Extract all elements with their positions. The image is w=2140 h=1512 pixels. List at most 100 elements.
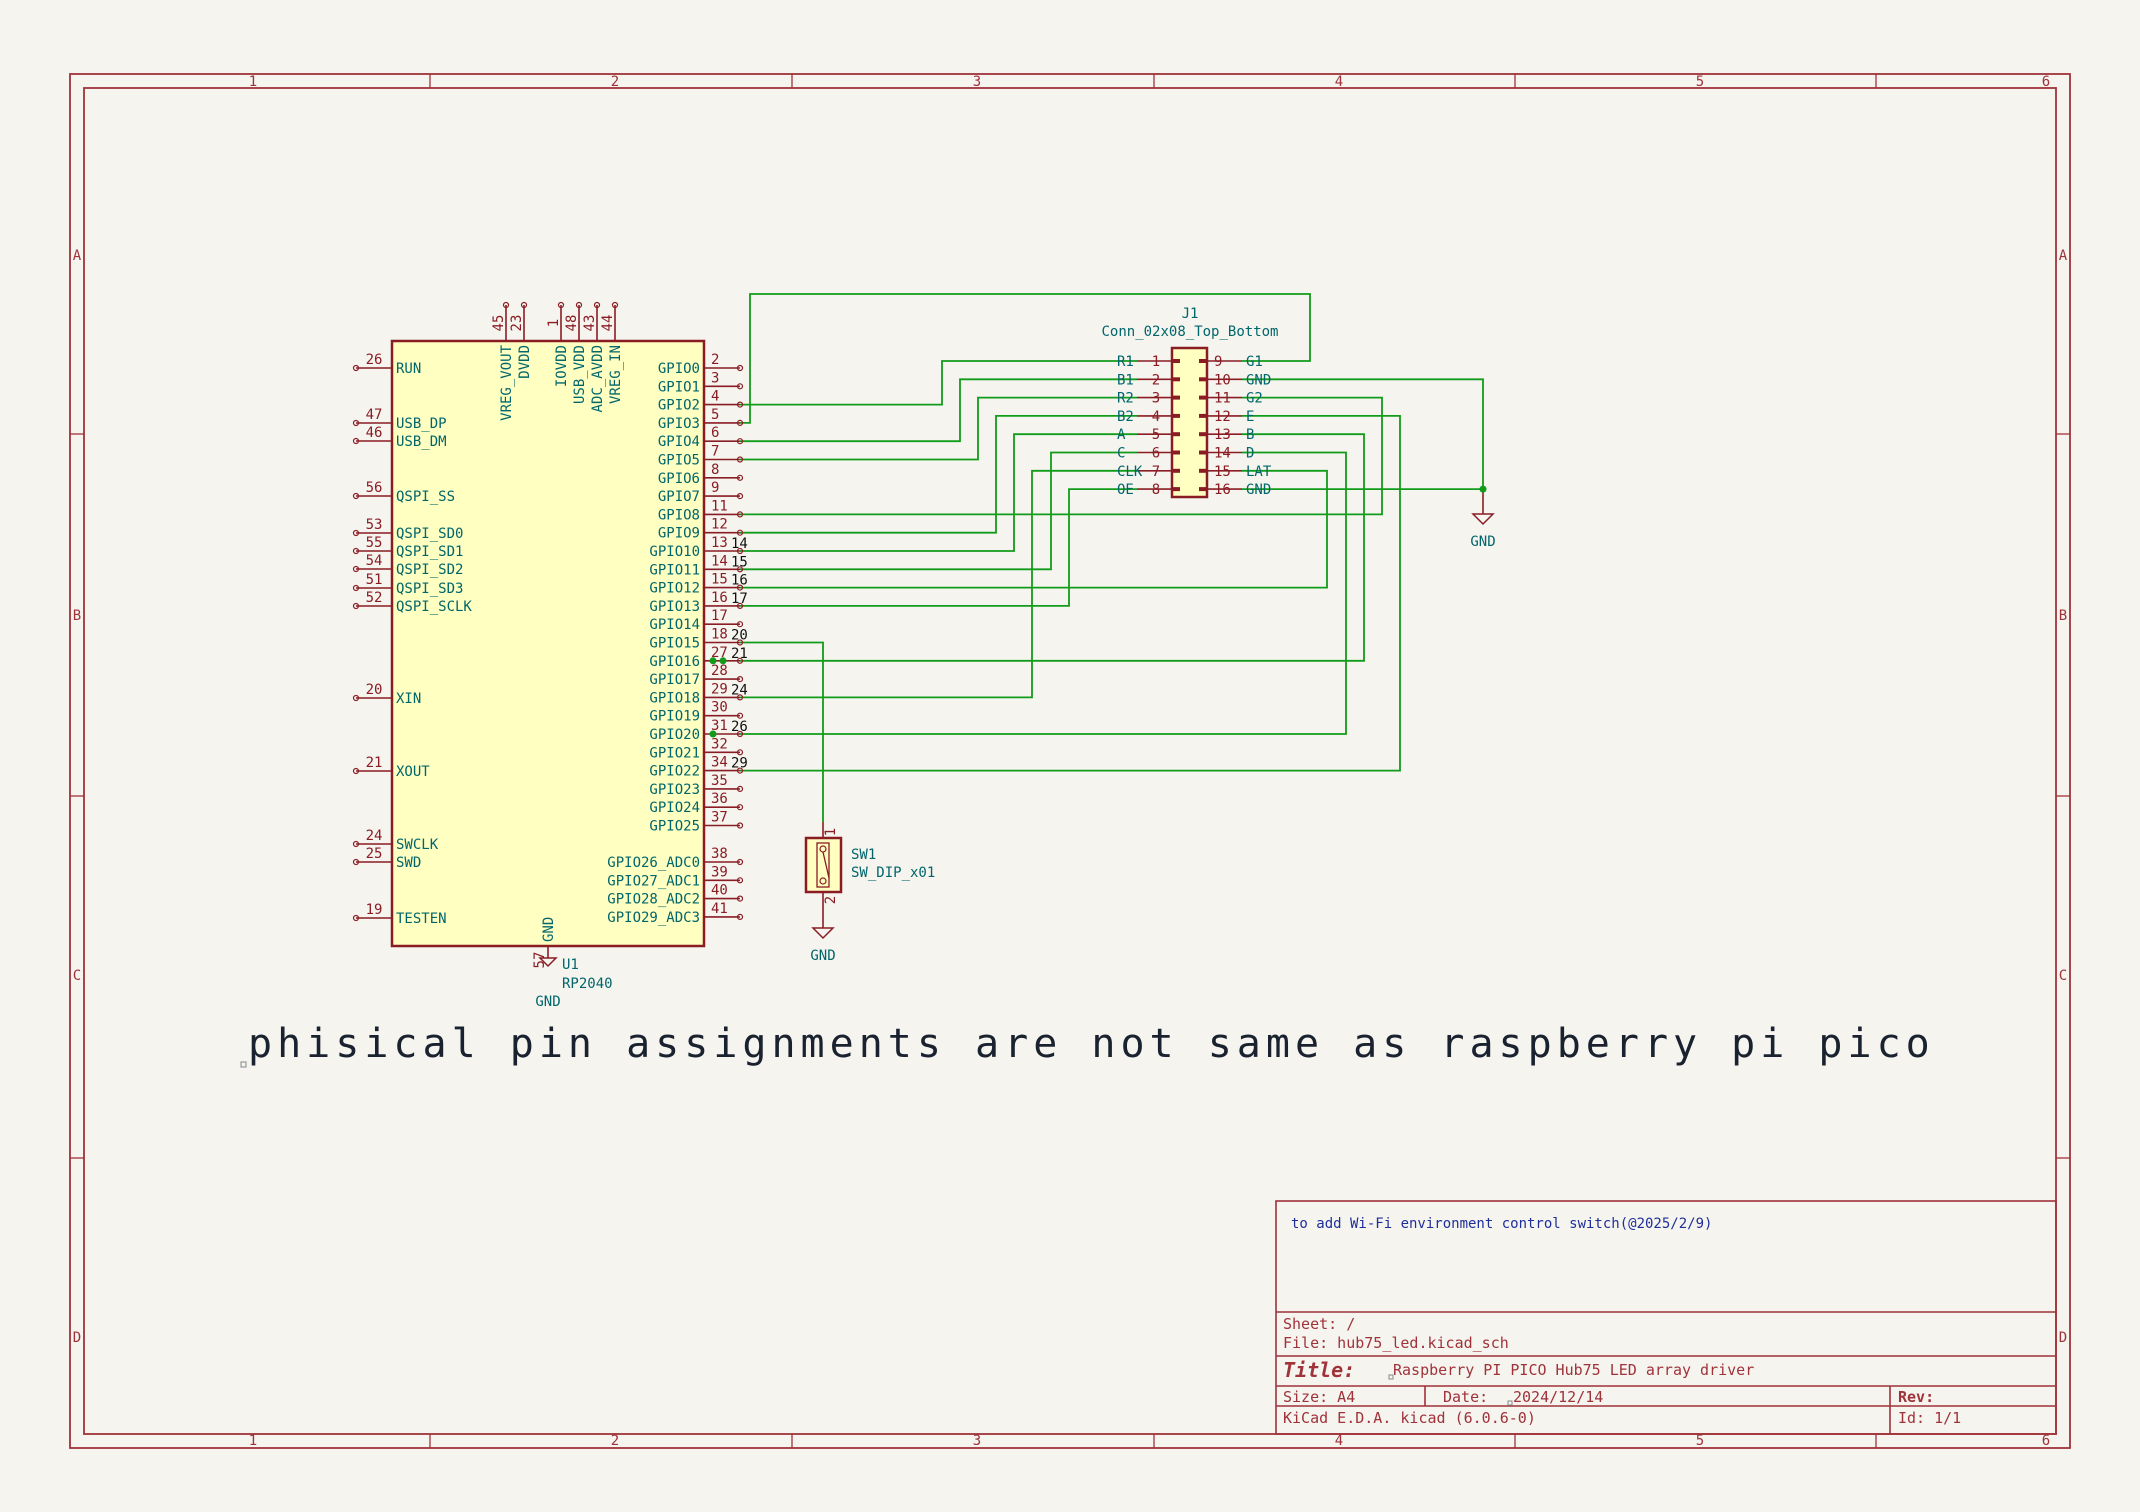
rp2040-pin-name: GND	[541, 917, 557, 942]
rp2040-pin-number: 48	[564, 315, 580, 332]
title-block-date-label: Date:	[1443, 1388, 1488, 1406]
title-block-sheet: Sheet: /	[1283, 1315, 1355, 1333]
net-label: 15	[731, 554, 748, 570]
frame-column-label-top: 3	[973, 74, 981, 90]
rp2040-pin-number: 47	[366, 407, 383, 423]
rp2040-pin-number: 34	[711, 755, 728, 771]
frame-column-label-bottom: 1	[249, 1433, 257, 1449]
rp2040-pin-number: 43	[582, 315, 598, 332]
rp2040-symbol[interactable]: 26RUN47USB_DP46USB_DM56QSPI_SS53QSPI_SD0…	[352, 301, 744, 993]
rp2040-pin-number: 15	[711, 572, 728, 588]
schematic-note[interactable]: phisical pin assignments are not same as…	[248, 1021, 1935, 1067]
rp2040-pin-name: GPIO1	[658, 379, 700, 395]
frame-row-label-left: D	[73, 1330, 81, 1346]
connector-pin-name: B	[1246, 427, 1254, 443]
frame-column-label-top: 2	[611, 74, 619, 90]
connector-pin-number: 9	[1214, 354, 1222, 370]
connector-pin-number: 13	[1214, 427, 1231, 443]
rp2040-pin-name: GPIO0	[658, 361, 700, 377]
wire	[740, 488, 1137, 607]
net-label: 16	[731, 573, 748, 589]
ground-symbol-sw1: GND	[810, 927, 836, 964]
title-block: to add Wi-Fi environment control switch(…	[1275, 1200, 2057, 1435]
wire	[740, 360, 1137, 406]
rp2040-pin-name: GPIO28_ADC2	[607, 892, 700, 908]
connector-pin-name: LAT	[1246, 464, 1272, 480]
dip-switch-slot	[816, 842, 830, 888]
rp2040-pin-number: 27	[711, 645, 728, 661]
connector-pin-name: G1	[1246, 354, 1263, 370]
frame-column-label-bottom: 6	[2042, 1433, 2050, 1449]
title-block-rev-label: Rev:	[1898, 1388, 1934, 1406]
rp2040-pin-number: 18	[711, 627, 728, 643]
net-label: 26	[731, 719, 748, 735]
rp2040-body	[390, 339, 706, 948]
rp2040-pin-number: 56	[366, 480, 383, 496]
dip-switch-pin-2: 2	[823, 896, 839, 904]
rp2040-pin-name: GPIO16	[649, 654, 700, 670]
wire-junction	[1479, 485, 1487, 493]
rp2040-pin-number: 46	[366, 425, 383, 441]
frame-column-label-top: 6	[2042, 74, 2050, 90]
note-anchor-marker	[240, 1061, 247, 1068]
rp2040-pin-name: QSPI_SD0	[396, 526, 463, 542]
rp2040-pin-number: 29	[711, 681, 728, 697]
title-block-title: Raspberry PI PICO Hub75 LED array driver	[1393, 1361, 1754, 1379]
gnd-label-sw1: GND	[810, 948, 835, 964]
wire	[740, 414, 1137, 534]
rp2040-pin-name: GPIO11	[649, 562, 700, 578]
connector-pin-name: R1	[1117, 354, 1134, 370]
connector-pin-number: 7	[1152, 464, 1160, 480]
connector-pin-number: 1	[1152, 354, 1160, 370]
rp2040-pin-number: 5	[711, 407, 719, 423]
connector-pin-number: 11	[1214, 391, 1231, 407]
rp2040-pin-number: 53	[366, 517, 383, 533]
connector-value: Conn_02x08_Top_Bottom	[1101, 324, 1278, 340]
rp2040-pin-number: 39	[711, 864, 728, 880]
title-block-id: Id: 1/1	[1898, 1409, 1961, 1427]
rp2040-pin-name: USB_DM	[396, 434, 447, 450]
frame-column-label-top: 4	[1335, 74, 1343, 90]
dip-switch-value: SW_DIP_x01	[851, 865, 935, 881]
junctions	[709, 485, 1487, 738]
frame-row-label-left: A	[73, 248, 82, 264]
title-block-file: File: hub75_led.kicad_sch	[1283, 1334, 1509, 1352]
connector-pin-name: GND	[1246, 372, 1271, 388]
rp2040-pin-number: 1	[546, 319, 562, 327]
connector-pin-number: 15	[1214, 464, 1231, 480]
net-label: 21	[731, 646, 748, 662]
connector-pin-name: R2	[1117, 391, 1134, 407]
rp2040-pin-name: GPIO18	[649, 690, 700, 706]
rp2040-pin-name: USB_VDD	[572, 345, 588, 404]
rp2040-pin-name: XIN	[396, 691, 421, 707]
wire	[740, 433, 1137, 552]
drawing-frame	[69, 73, 2071, 1449]
connector-pin-number: 10	[1214, 372, 1231, 388]
rp2040-pin-name: GPIO26_ADC0	[607, 855, 700, 871]
hub75-connector-symbol[interactable]: J1 Conn_02x08_Top_Bottom 1R12B13R24B25A6…	[1101, 306, 1279, 499]
net-label: 14	[731, 536, 748, 552]
rp2040-pin-name: GPIO29_ADC3	[607, 910, 700, 926]
dip-switch-symbol[interactable]: 1 2 SW1 SW_DIP_x01	[804, 822, 935, 928]
rp2040-pin-name: QSPI_SD2	[396, 562, 463, 578]
rp2040-pin-number: 9	[711, 480, 719, 496]
rp2040-pin-name: QSPI_SCLK	[396, 599, 472, 615]
dip-switch-reference: SW1	[851, 847, 876, 863]
rp2040-pin-number: 35	[711, 773, 728, 789]
rp2040-pins: 26RUN47USB_DP46USB_DM56QSPI_SS53QSPI_SD0…	[352, 301, 744, 968]
frame-row-label-right: C	[2059, 968, 2067, 984]
ground-symbol-j1: GND	[1470, 488, 1496, 550]
rp2040-pin-number: 3	[711, 370, 719, 386]
wire-junction	[709, 730, 717, 738]
rp2040-pin-name: GPIO10	[649, 544, 700, 560]
rp2040-pin-number: 16	[711, 590, 728, 606]
net-label: 29	[731, 756, 748, 772]
rp2040-pin-number: 7	[711, 444, 719, 460]
connector-pin-number: 8	[1152, 482, 1160, 498]
rp2040-pin-name: VREG_IN	[608, 345, 624, 404]
rp2040-pin-name: GPIO7	[658, 489, 700, 505]
wire-junction	[709, 657, 717, 665]
